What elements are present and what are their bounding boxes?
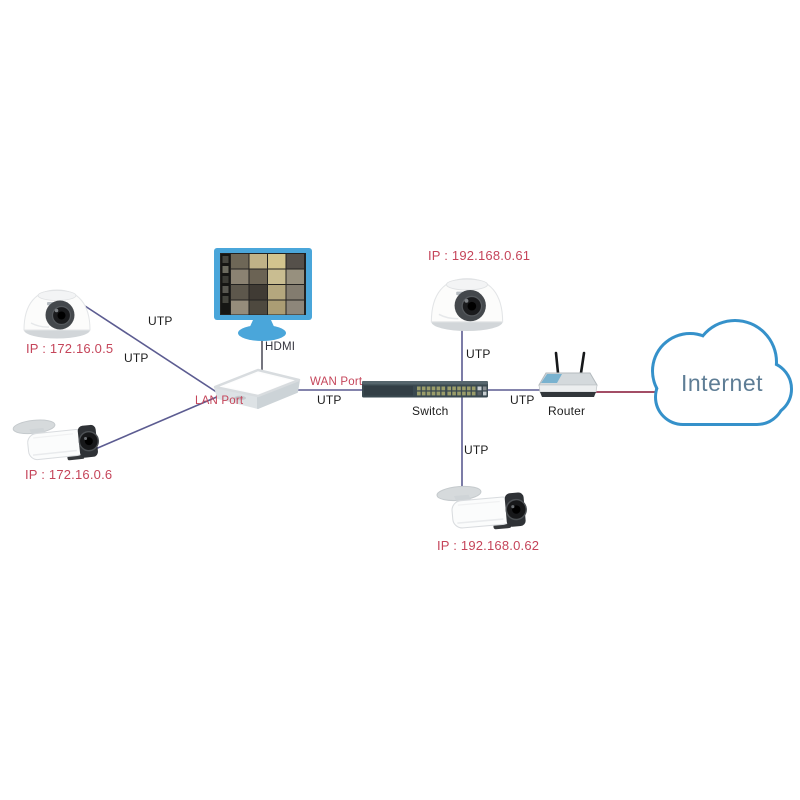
router-icon (538, 351, 598, 397)
hdmi-label: HDMI (265, 341, 296, 353)
dome-camera-top-icon (430, 277, 504, 332)
monitor-icon (214, 248, 312, 341)
bullet-camera-left-ip-label: IP : 172.16.0.6 (25, 467, 113, 482)
utp-label-nvr-switch: UTP (317, 393, 342, 407)
bullet-camera-left-icon (11, 413, 101, 467)
nvr-icon (213, 368, 301, 409)
utp-label-bullet-bottom: UTP (464, 443, 489, 457)
utp-label-dome-top: UTP (466, 347, 491, 361)
switch-label: Switch (412, 404, 449, 418)
router-label: Router (548, 404, 586, 418)
internet-cloud-icon (651, 319, 793, 426)
internet-label: Internet (681, 370, 763, 396)
switch-icon (362, 381, 488, 398)
nvr-lan-port-label: LAN Port (195, 395, 244, 407)
dome-camera-left-ip-label: IP : 172.16.0.5 (26, 341, 114, 356)
switch-ports (417, 386, 476, 396)
bullet-camera-bottom-icon (435, 480, 529, 535)
dome-camera-left-icon (23, 289, 91, 340)
cable-lines (84, 305, 660, 492)
dome-camera-top-ip-label: IP : 192.168.0.61 (428, 248, 531, 263)
utp-label-switch-router: UTP (510, 393, 535, 407)
utp-label-dome-left: UTP (148, 314, 173, 328)
utp-label-bullet-left: UTP (124, 351, 149, 365)
monitor-screen-grid (231, 254, 304, 315)
bullet-camera-bottom-ip-label: IP : 192.168.0.62 (437, 538, 540, 553)
nvr-wan-port-label: WAN Port (310, 376, 363, 388)
